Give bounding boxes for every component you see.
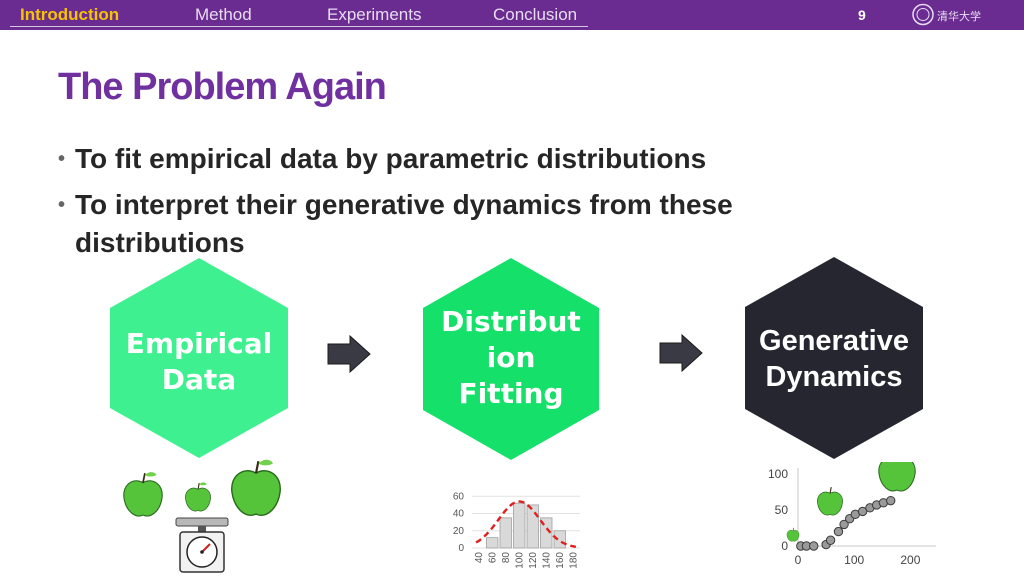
scatter-point (809, 541, 819, 551)
scatter-point (839, 519, 849, 530)
distribution-fitting-label: Distribut ion Fitting (441, 305, 581, 410)
apple-stem (829, 487, 832, 494)
y-tick-label: 0 (781, 539, 788, 553)
x-tick-label: 100 (514, 552, 525, 569)
generative-dynamics-label: Generative Dynamics (759, 325, 909, 393)
arrow-right-icon (659, 333, 703, 373)
x-tick-label: 100 (844, 553, 864, 567)
empirical-data-label: Empirical Data (125, 327, 273, 396)
page-number: 9 (858, 7, 866, 23)
top-nav-bar: Introduction Method Experiments Conclusi… (0, 0, 1024, 30)
apple-icon (230, 458, 282, 517)
y-tick-label: 20 (453, 526, 465, 537)
kitchen-scale-icon (175, 517, 229, 573)
x-tick-label: 80 (501, 552, 512, 564)
apple-icon (122, 471, 164, 517)
y-tick-label: 40 (453, 509, 465, 520)
scatter-point (857, 506, 868, 517)
y-tick-label: 100 (768, 467, 788, 481)
x-tick-label: 120 (528, 552, 539, 569)
scatter-point (825, 535, 836, 545)
apple-stem (792, 527, 794, 531)
slide-title: The Problem Again (58, 66, 387, 108)
y-tick-label: 60 (453, 491, 465, 502)
x-tick-label: 60 (487, 552, 498, 564)
histogram-bar (486, 537, 499, 549)
university-logo: 清华大学 (912, 3, 981, 26)
distribution-fitting-hexagon (423, 258, 599, 460)
apple-icon (184, 481, 212, 512)
nav-method[interactable]: Method (195, 5, 252, 24)
nav-experiments[interactable]: Experiments (327, 5, 422, 24)
generative-dynamics-hexagon (745, 257, 923, 459)
bullet-dot-icon: • (58, 194, 66, 216)
histogram-bar (553, 530, 566, 549)
scatter-chart: 0 50 100 0 100 200 (768, 462, 936, 567)
apple-body (878, 462, 916, 492)
histogram-bar (540, 517, 553, 549)
bullet-text: To fit empirical data by parametric dist… (75, 143, 707, 174)
apple-icon (817, 487, 843, 516)
scatter-point (886, 495, 896, 506)
bullet-item: • To fit empirical data by parametric di… (58, 140, 858, 178)
x-tick-label: 0 (795, 553, 802, 567)
empirical-data-hexagon (110, 258, 288, 458)
nav-introduction[interactable]: Introduction (20, 5, 120, 24)
histogram-bar (513, 502, 526, 549)
apple-icon (786, 527, 800, 542)
bullet-text: To interpret their generative dynamics f… (75, 189, 733, 258)
x-tick-label: 200 (900, 553, 920, 567)
apple-body (817, 491, 843, 516)
y-tick-label: 50 (775, 503, 789, 517)
apple-body (786, 530, 800, 542)
bullet-list: • To fit empirical data by parametric di… (58, 140, 858, 270)
histogram-bar (526, 504, 539, 549)
nav-conclusion[interactable]: Conclusion (493, 5, 578, 24)
x-tick-label: 40 (474, 552, 485, 564)
x-tick-label: 160 (555, 552, 566, 569)
scatter-point (833, 526, 844, 537)
apple-icon (878, 462, 916, 492)
x-tick-label: 140 (541, 552, 552, 569)
fitted-curve (475, 500, 577, 548)
nav-underline (10, 26, 588, 27)
apples-and-scale-illustration (122, 458, 282, 573)
arrow-right-icon (327, 334, 371, 374)
logo-text: 清华大学 (937, 9, 981, 23)
histogram-bar (499, 517, 512, 549)
bullet-item: • To interpret their generative dynamics… (58, 186, 848, 262)
x-tick-label: 180 (568, 552, 579, 569)
y-tick-label: 0 (458, 543, 464, 554)
bullet-dot-icon: • (58, 148, 66, 170)
